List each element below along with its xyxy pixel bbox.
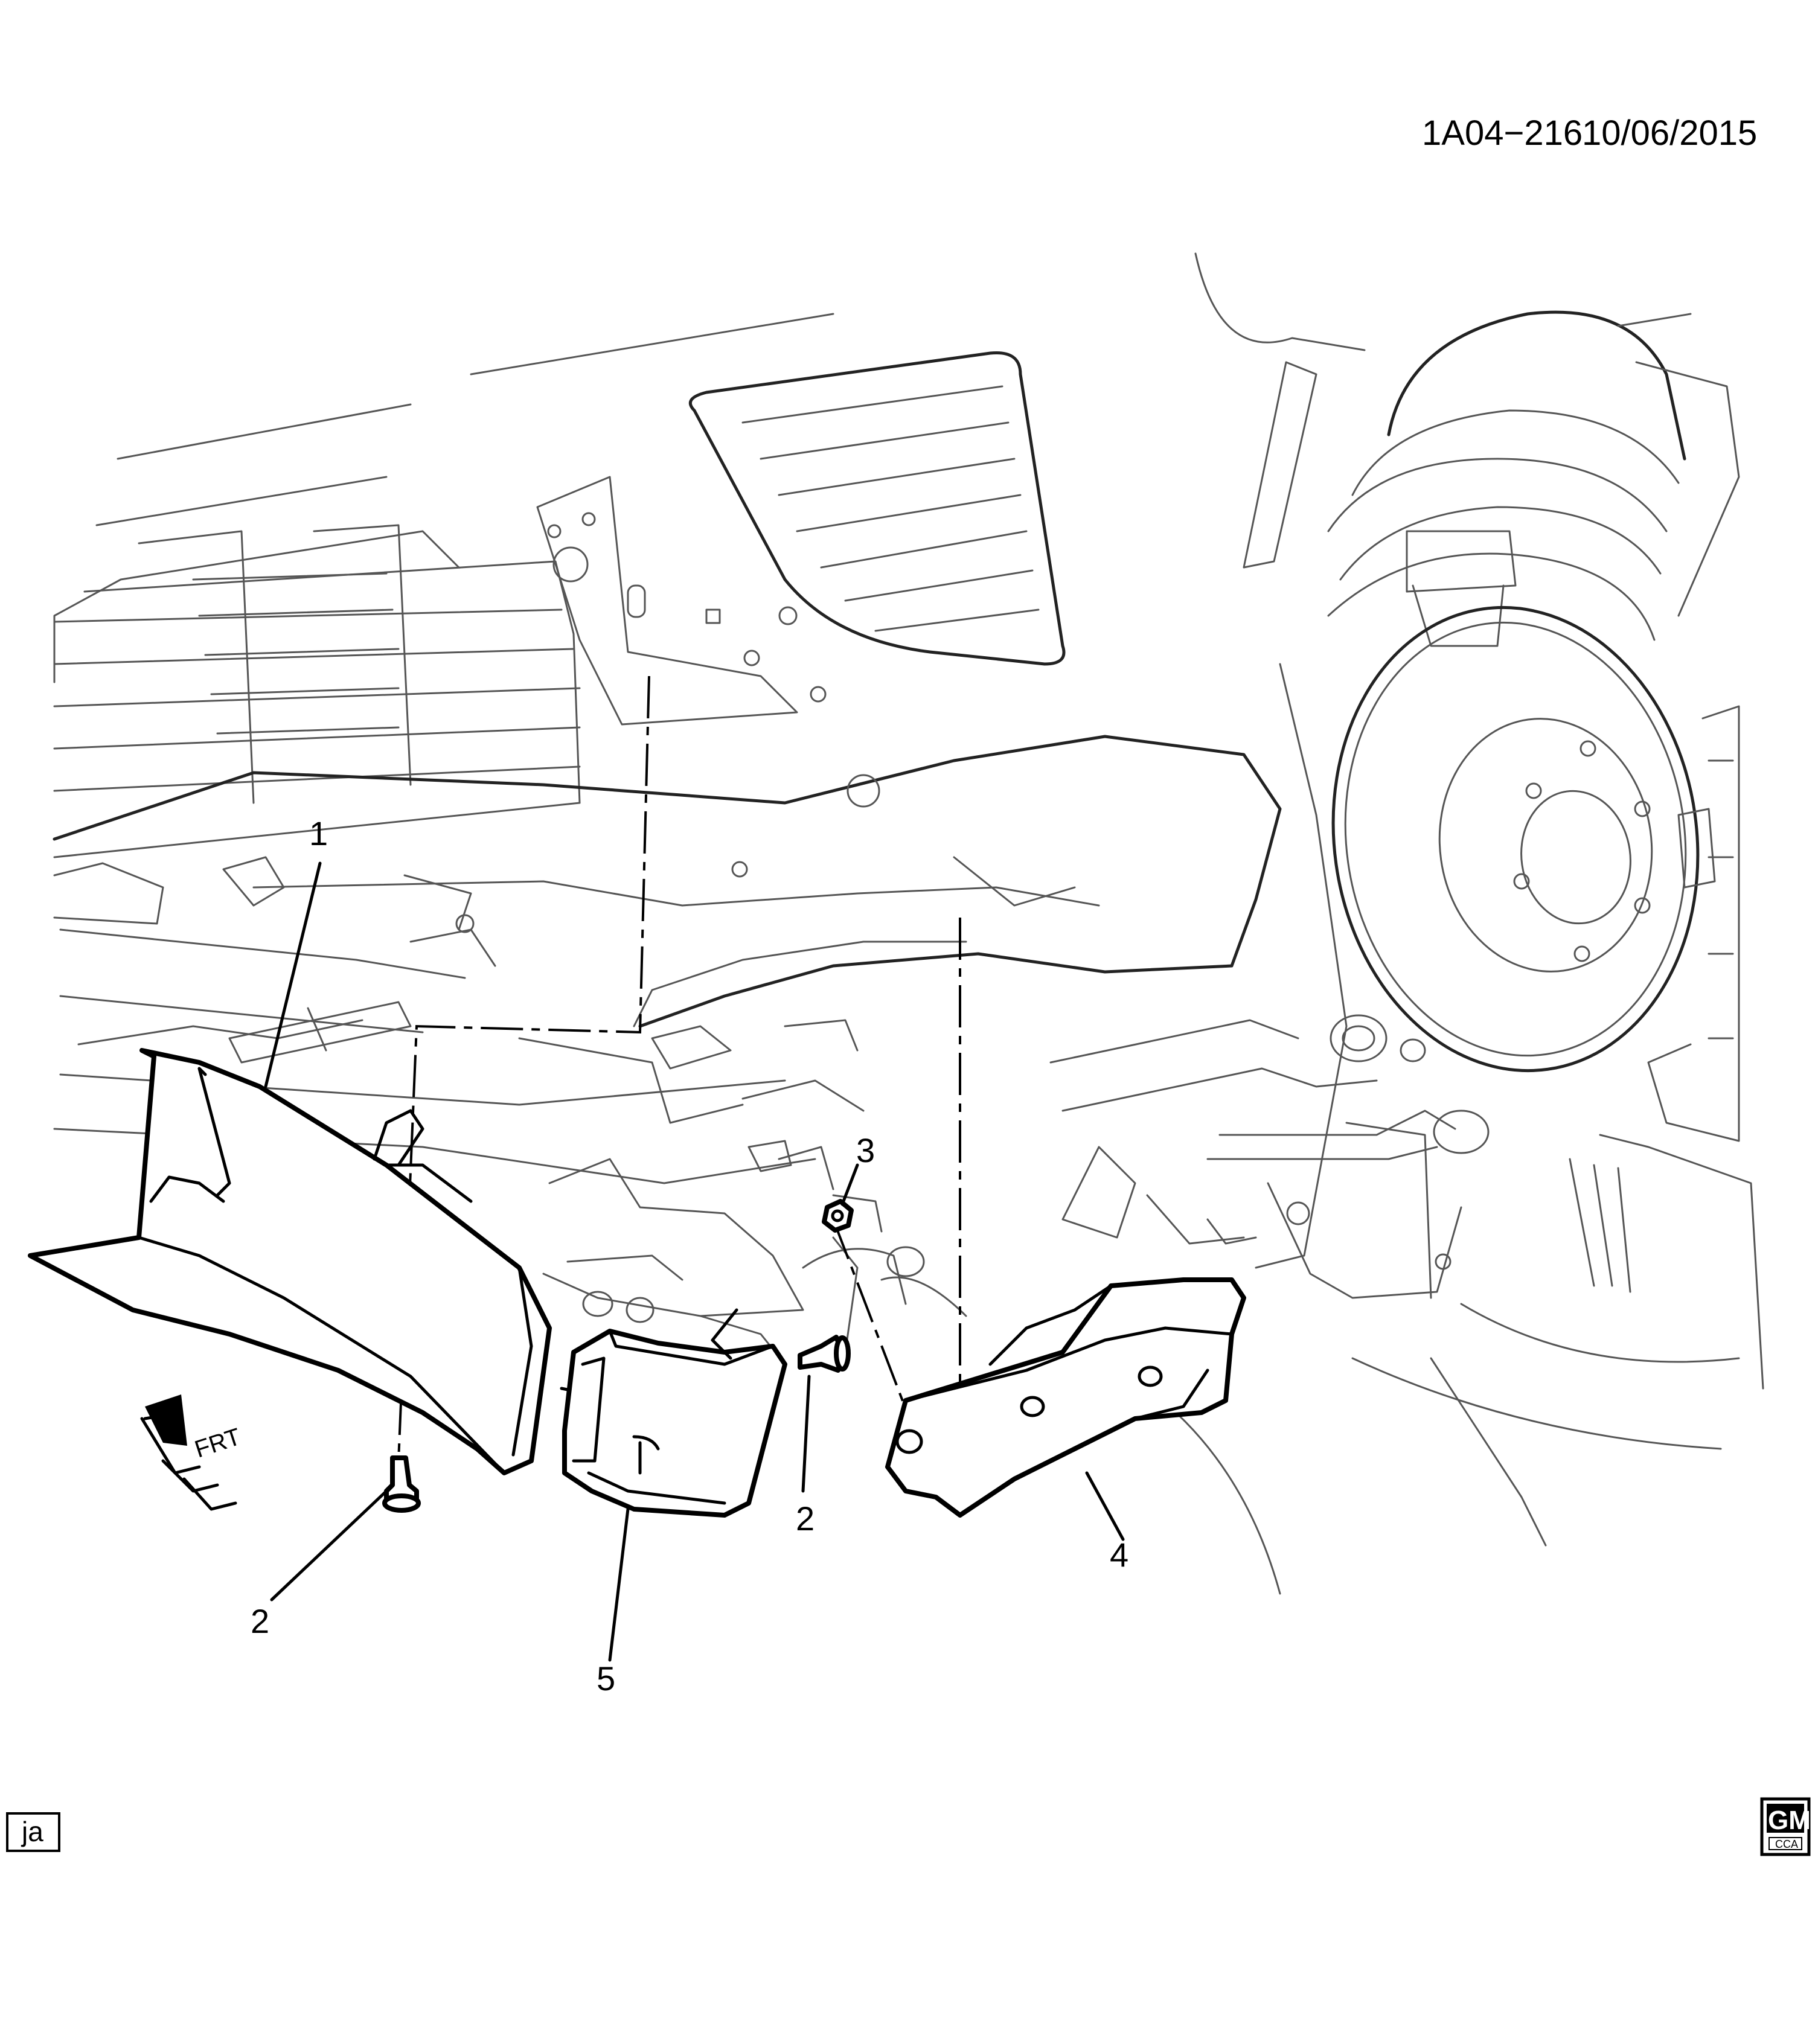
brake-rotor [1331,605,1700,1073]
callouts: 1 2 2 3 4 5 [251,814,1128,1697]
fog-lamp-vent [688,351,1066,666]
callout-3: 3 [856,1131,875,1169]
brake-caliper [1647,705,1740,1142]
callout-4: 4 [1110,1536,1128,1574]
diagram-date: 10/06/2015 [1582,113,1757,153]
callout-1: 1 [309,814,328,852]
gm-logo-subtext: CCA [1775,1838,1798,1850]
vehicle-context [53,252,1764,1595]
gm-logo-icon: GM CCA [1760,1797,1811,1856]
radiator-support [536,476,827,726]
footer-tag-box: ja [6,1812,60,1852]
front-direction-indicator: FRT [140,1394,244,1511]
front-direction-label: FRT [191,1423,244,1463]
part-1-air-deflector[interactable] [28,1048,594,1475]
callout-2-right: 2 [796,1499,815,1538]
wheel-well [1146,663,1764,1595]
front-crossmember [53,735,1282,1172]
part-5-air-deflector[interactable] [562,1308,787,1518]
lower-mount-area [542,1146,967,1365]
footer-tag: ja [21,1816,43,1847]
diagram-id: 1A04−216 [1422,113,1583,153]
grille [53,524,581,858]
leader-lines [264,861,1125,1662]
part-3-nut[interactable] [822,1199,854,1233]
part-2-push-pin-left[interactable] [382,1455,421,1513]
lower-control-arm [1049,1014,1490,1245]
callout-5: 5 [597,1659,615,1697]
part-4-air-deflector[interactable] [885,1277,1246,1518]
front-suspension [1194,252,1740,647]
callout-2-left: 2 [251,1602,269,1640]
gm-logo-text: GM [1768,1806,1811,1835]
part-2-push-pin-right[interactable] [798,1335,851,1373]
front-arrow-icon [140,1394,237,1511]
